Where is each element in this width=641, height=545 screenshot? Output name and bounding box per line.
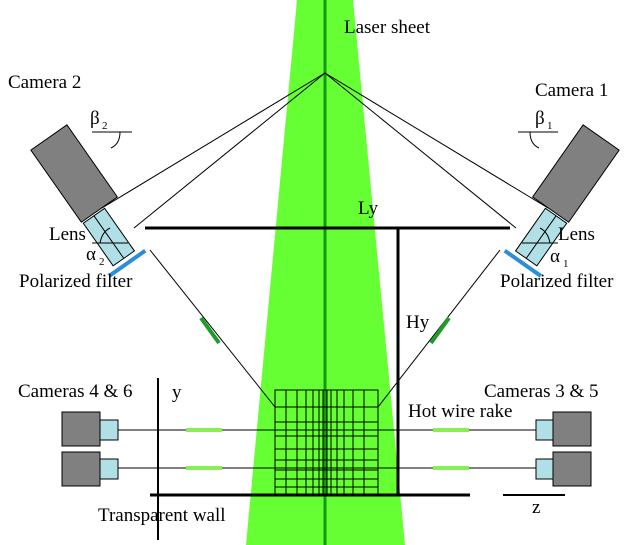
cameras-3-5 [535,411,592,487]
hot-wire-rake-label: Hot wire rake [408,401,512,422]
camera-1 [503,124,620,278]
measurement-grid [274,389,379,496]
z-axis-label: z [532,497,540,518]
alpha-2-subscript: 2 [99,256,105,268]
hy-label: Hy [406,312,430,333]
angle-alpha-1 [522,227,558,244]
alpha-2-label: α [86,244,96,265]
y-axis-label: y [172,382,182,403]
filter-left-label: Polarized filter [19,271,133,292]
camera-2-label: Camera 2 [8,72,81,93]
camera-2 [30,124,147,278]
alpha-1-subscript: 1 [563,258,569,270]
beta-2-subscript: 2 [102,120,108,132]
hot-wire-beams [118,428,540,470]
lens-right-label: Lens [558,224,595,245]
angle-alpha-2 [92,227,128,244]
beta-2-label: β [90,108,100,129]
cameras-right-label: Cameras 3 & 5 [484,381,599,402]
camera-1-label: Camera 1 [535,80,608,101]
cameras-4-6 [61,411,119,487]
angle-beta-2 [92,131,132,149]
filter-right-label: Polarized filter [500,271,614,292]
ly-label: Ly [358,198,379,219]
lens-left-label: Lens [49,224,86,245]
laser-sheet-label: Laser sheet [344,17,431,38]
transparent-wall-label: Transparent wall [98,505,226,526]
beam-marker-left [199,316,221,345]
beta-1-subscript: 1 [547,120,553,132]
angle-beta-1 [518,131,558,149]
beam-marker-right [429,316,451,345]
alpha-1-label: α [550,246,560,267]
cameras-left-label: Cameras 4 & 6 [18,381,133,402]
beta-1-label: β [535,108,545,129]
